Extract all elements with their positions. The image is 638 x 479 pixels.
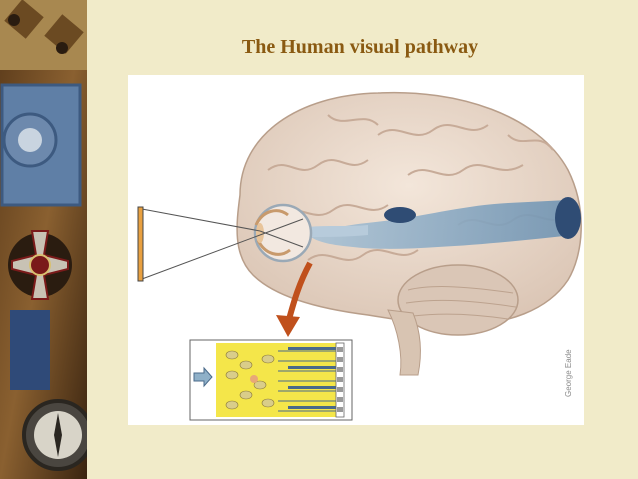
light-rays <box>141 208 304 280</box>
side-collage <box>0 0 87 479</box>
medal-cross <box>8 230 72 300</box>
visual-pathway <box>308 200 573 249</box>
brain-illustration <box>137 91 582 421</box>
optic-nerve <box>308 225 368 237</box>
illustrator-credit: George Eade <box>564 349 573 397</box>
eye <box>253 203 313 263</box>
cerebellum <box>397 264 519 336</box>
viewed-object <box>137 206 144 282</box>
brain-stem <box>387 309 421 376</box>
slide-title: The Human visual pathway <box>241 36 479 58</box>
retina-inset <box>189 339 353 421</box>
visual-pathway-figure: George Eade <box>128 75 584 425</box>
decorative-side-image <box>0 0 87 479</box>
visual-cortex <box>555 197 581 239</box>
lateral-geniculate <box>384 207 416 223</box>
